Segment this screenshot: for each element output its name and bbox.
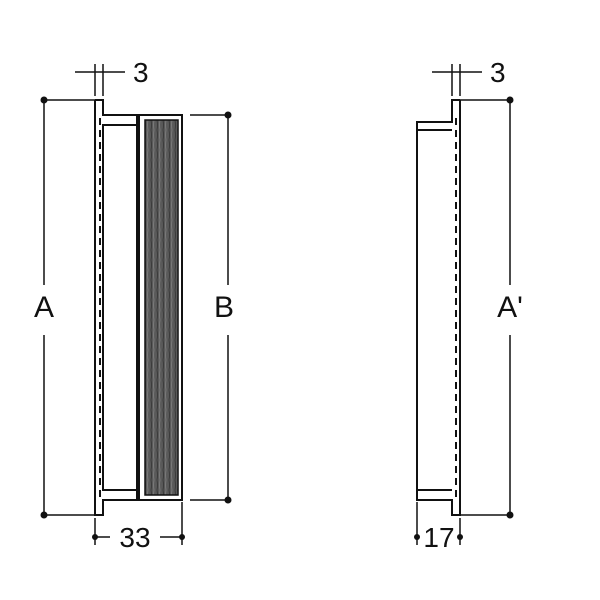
dimension-depth-side-label: 17 xyxy=(423,522,454,553)
dimension-b: B xyxy=(190,111,234,504)
side-view: A' 3 17 xyxy=(414,57,523,553)
front-grip-texture xyxy=(144,119,179,496)
dimension-flange-front-label: 3 xyxy=(133,57,149,88)
side-flange-outline xyxy=(416,99,461,516)
dimension-a-prime-label: A' xyxy=(497,291,523,324)
dimension-depth-side: 17 xyxy=(414,502,463,553)
dimension-a-prime: A' xyxy=(460,96,523,519)
front-grip-frame xyxy=(138,114,183,501)
dimension-a: A xyxy=(34,96,95,519)
dimension-depth-front: 33 xyxy=(92,502,185,553)
front-view: A B 3 33 xyxy=(34,57,234,553)
dimension-flange-side-label: 3 xyxy=(490,57,506,88)
dimension-b-label: B xyxy=(214,291,234,324)
dimension-a-label: A xyxy=(34,291,54,324)
front-flange-outline xyxy=(94,99,138,516)
dimension-depth-front-label: 33 xyxy=(119,522,150,553)
dimension-flange-front: 3 xyxy=(75,57,149,96)
dimension-flange-side: 3 xyxy=(432,57,506,96)
